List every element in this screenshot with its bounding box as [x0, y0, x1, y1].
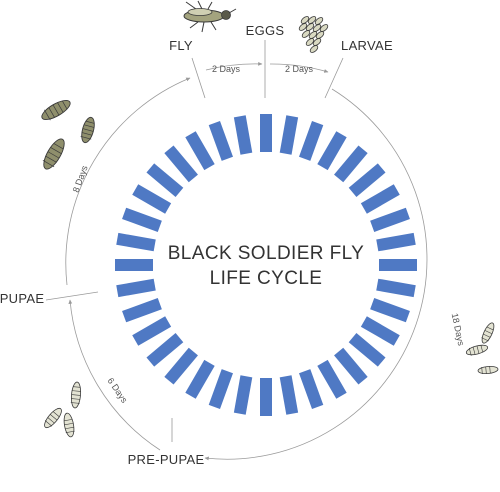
ring-bar: [376, 232, 416, 252]
duration-fly-to-eggs: 2 Days: [212, 64, 241, 74]
ring-bar: [317, 131, 347, 171]
ring-bar: [279, 115, 299, 155]
pupae-connector: [45, 291, 99, 301]
ring-bar: [233, 115, 253, 155]
ring-bar: [164, 347, 198, 385]
ring-bar: [115, 259, 153, 271]
ring-bar: [146, 163, 184, 197]
ring-bar: [279, 375, 299, 415]
pupae-icon: [41, 100, 95, 170]
fly-connector: [191, 57, 206, 99]
stage-label-larvae: LARVAE: [341, 38, 393, 53]
ring-bar: [122, 207, 162, 232]
title-line-2: LIFE CYCLE: [210, 268, 323, 289]
ring-bar: [376, 278, 416, 298]
ring-bar: [146, 333, 184, 367]
arc-larvae-to-prepupae: [204, 88, 428, 461]
ring-bar: [260, 114, 272, 152]
arc-eggs-to-larvae: [269, 63, 329, 73]
ring-bar: [132, 316, 172, 346]
ring-bar: [348, 333, 386, 367]
ring-bar: [116, 278, 156, 298]
ring-bar: [334, 145, 368, 183]
stage-label-pupae: PUPAE: [0, 291, 44, 306]
ring-bar: [299, 369, 324, 409]
duration-pupae-to-fly: 8 Days: [71, 164, 90, 194]
ring-bar: [122, 298, 162, 323]
duration-eggs-to-larvae: 2 Days: [285, 64, 314, 74]
ring-bar: [185, 359, 215, 399]
duration-prepupae-to-pupae: 6 Days: [106, 376, 130, 405]
ring-bar: [164, 145, 198, 183]
stage-label-eggs: EGGS: [246, 23, 285, 38]
larvae-icon: [465, 322, 499, 375]
ring-bar: [299, 121, 324, 161]
radial-bar-ring: [115, 114, 417, 416]
ring-bar: [208, 121, 233, 161]
arc-fly-to-eggs: [205, 61, 263, 71]
ring-bar: [348, 163, 386, 197]
ring-bar: [132, 184, 172, 214]
stage-label-prepupae: PRE-PUPAE: [128, 452, 205, 467]
stage-label-fly: FLY: [169, 38, 193, 53]
ring-bar: [317, 359, 347, 399]
ring-bar: [185, 131, 215, 171]
label-connectors: [45, 40, 344, 442]
cycle-arcs: [65, 61, 428, 461]
ring-bar: [334, 347, 368, 385]
arc-prepupae-to-pupae: [68, 299, 161, 451]
ring-bar: [116, 232, 156, 252]
arc-pupae-to-fly: [65, 77, 191, 286]
ring-bar: [360, 316, 400, 346]
ring-bar: [360, 184, 400, 214]
fly-icon: [183, 0, 237, 33]
title-line-1: BLACK SOLDIER FLY: [168, 243, 365, 264]
ring-bar: [208, 369, 233, 409]
ring-bar: [233, 375, 253, 415]
ring-bar: [370, 298, 410, 323]
prepupae-icon: [44, 381, 82, 438]
eggs-icon: [298, 16, 329, 53]
duration-larvae-to-prepupae: 18 Days: [450, 312, 467, 347]
ring-bar: [370, 207, 410, 232]
ring-bar: [260, 378, 272, 416]
larvae-connector: [324, 57, 344, 99]
ring-bar: [379, 259, 417, 271]
